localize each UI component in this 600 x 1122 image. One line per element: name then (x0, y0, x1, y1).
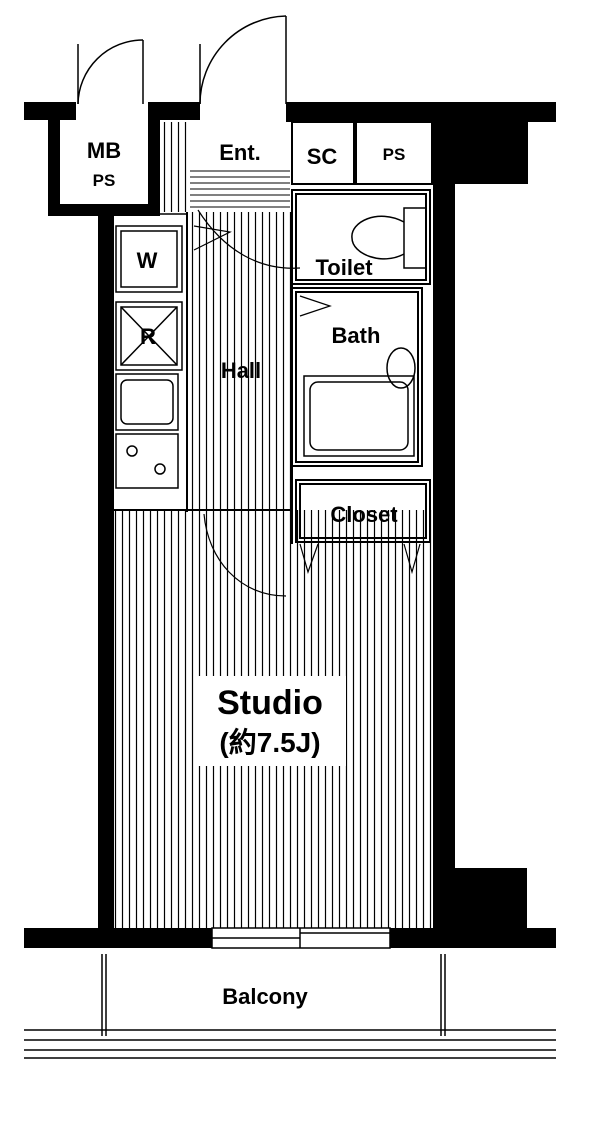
label-washer: W (137, 248, 158, 273)
studio-label-bg (196, 676, 346, 766)
balcony (24, 954, 556, 1059)
bathtub (303, 347, 416, 457)
label-mb: MB (87, 138, 121, 163)
label-toilet: Toilet (315, 255, 373, 280)
label-mb-ps: PS (93, 171, 116, 190)
label-closet: Closet (330, 502, 398, 527)
entrance-doors (77, 15, 287, 105)
entrance-floor (190, 168, 290, 208)
kitchen (112, 213, 188, 511)
label-ps: PS (383, 145, 406, 164)
label-hall: Hall (221, 358, 261, 383)
label-entrance: Ent. (219, 140, 261, 165)
label-balcony: Balcony (222, 984, 308, 1009)
label-studio: Studio (217, 684, 323, 722)
toilet-fixture (351, 207, 427, 269)
entrance-step (160, 122, 190, 212)
walls (24, 102, 556, 948)
sliding-window (211, 927, 391, 949)
label-fridge: R (140, 324, 156, 349)
label-sc: SC (307, 144, 338, 169)
label-bath: Bath (332, 323, 381, 348)
interior-doors (193, 209, 421, 597)
label-studio-size: (約7.5J) (219, 726, 320, 758)
hall-floor (187, 212, 292, 512)
